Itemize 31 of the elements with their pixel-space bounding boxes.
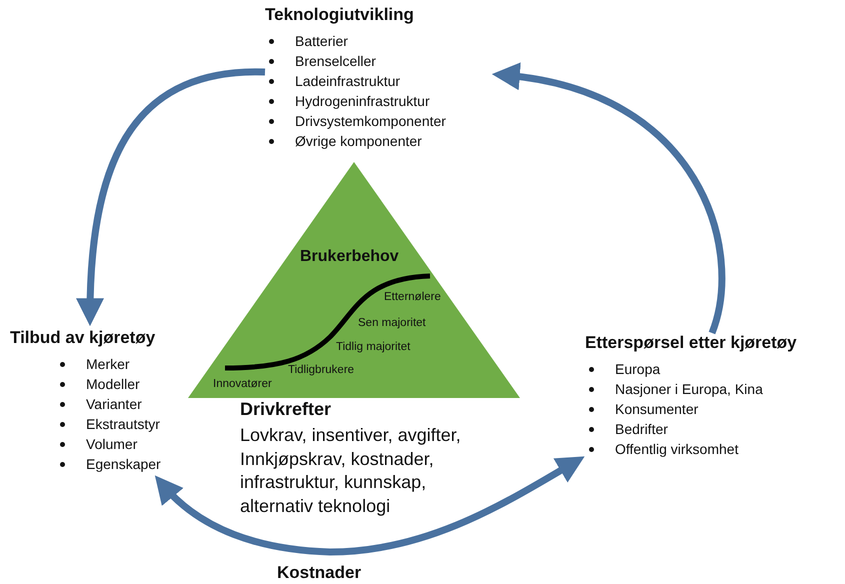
- list-item: Ladeinfrastruktur: [295, 72, 400, 91]
- segment-label: Sen majoritet: [358, 317, 426, 329]
- list-item: Varianter: [86, 395, 142, 414]
- body-text: Lovkrav, insentiver, avgifter, Innkjøpskrav, kostnader, infrastruktur, kunnskap, alternativ teknologi: [240, 424, 462, 518]
- heading: Etterspørsel etter kjøretøy: [585, 333, 798, 353]
- list-item: Offentlig virksomhet: [615, 440, 738, 459]
- list-item: Brenselceller: [295, 52, 376, 71]
- segment-label: Tidlig majoritet: [336, 341, 410, 353]
- list-item: Hydrogeninfrastruktur: [295, 92, 430, 111]
- list-item: Drivsystemkomponenter: [295, 112, 446, 131]
- heading: Drivkrefter: [240, 399, 332, 420]
- list-item: Merker: [86, 355, 130, 374]
- list-item: Modeller: [86, 375, 140, 394]
- segment-label: Tidligbrukere: [288, 364, 354, 376]
- heading: Teknologiutvikling: [265, 5, 415, 25]
- segment-label: Innovatører: [213, 378, 272, 390]
- list-item: Egenskaper: [86, 455, 161, 474]
- segment-label: Etternølere: [384, 291, 441, 303]
- list-item: Europa: [615, 360, 660, 379]
- heading: Brukerbehov: [300, 248, 399, 266]
- list-item: Volumer: [86, 435, 138, 454]
- list-item: Konsumenter: [615, 400, 698, 419]
- list-item: Batterier: [295, 32, 348, 51]
- curved-arrow: [154, 456, 585, 556]
- list-item: Øvrige komponenter: [295, 132, 422, 151]
- curved-arrow: [492, 64, 726, 334]
- heading: Tilbud av kjøretøy: [10, 328, 156, 348]
- curved-arrow: [76, 68, 266, 326]
- list-item: Bedrifter: [615, 420, 668, 439]
- list-item: Nasjoner i Europa, Kina: [615, 380, 763, 399]
- list-item: Ekstrautstyr: [86, 415, 160, 434]
